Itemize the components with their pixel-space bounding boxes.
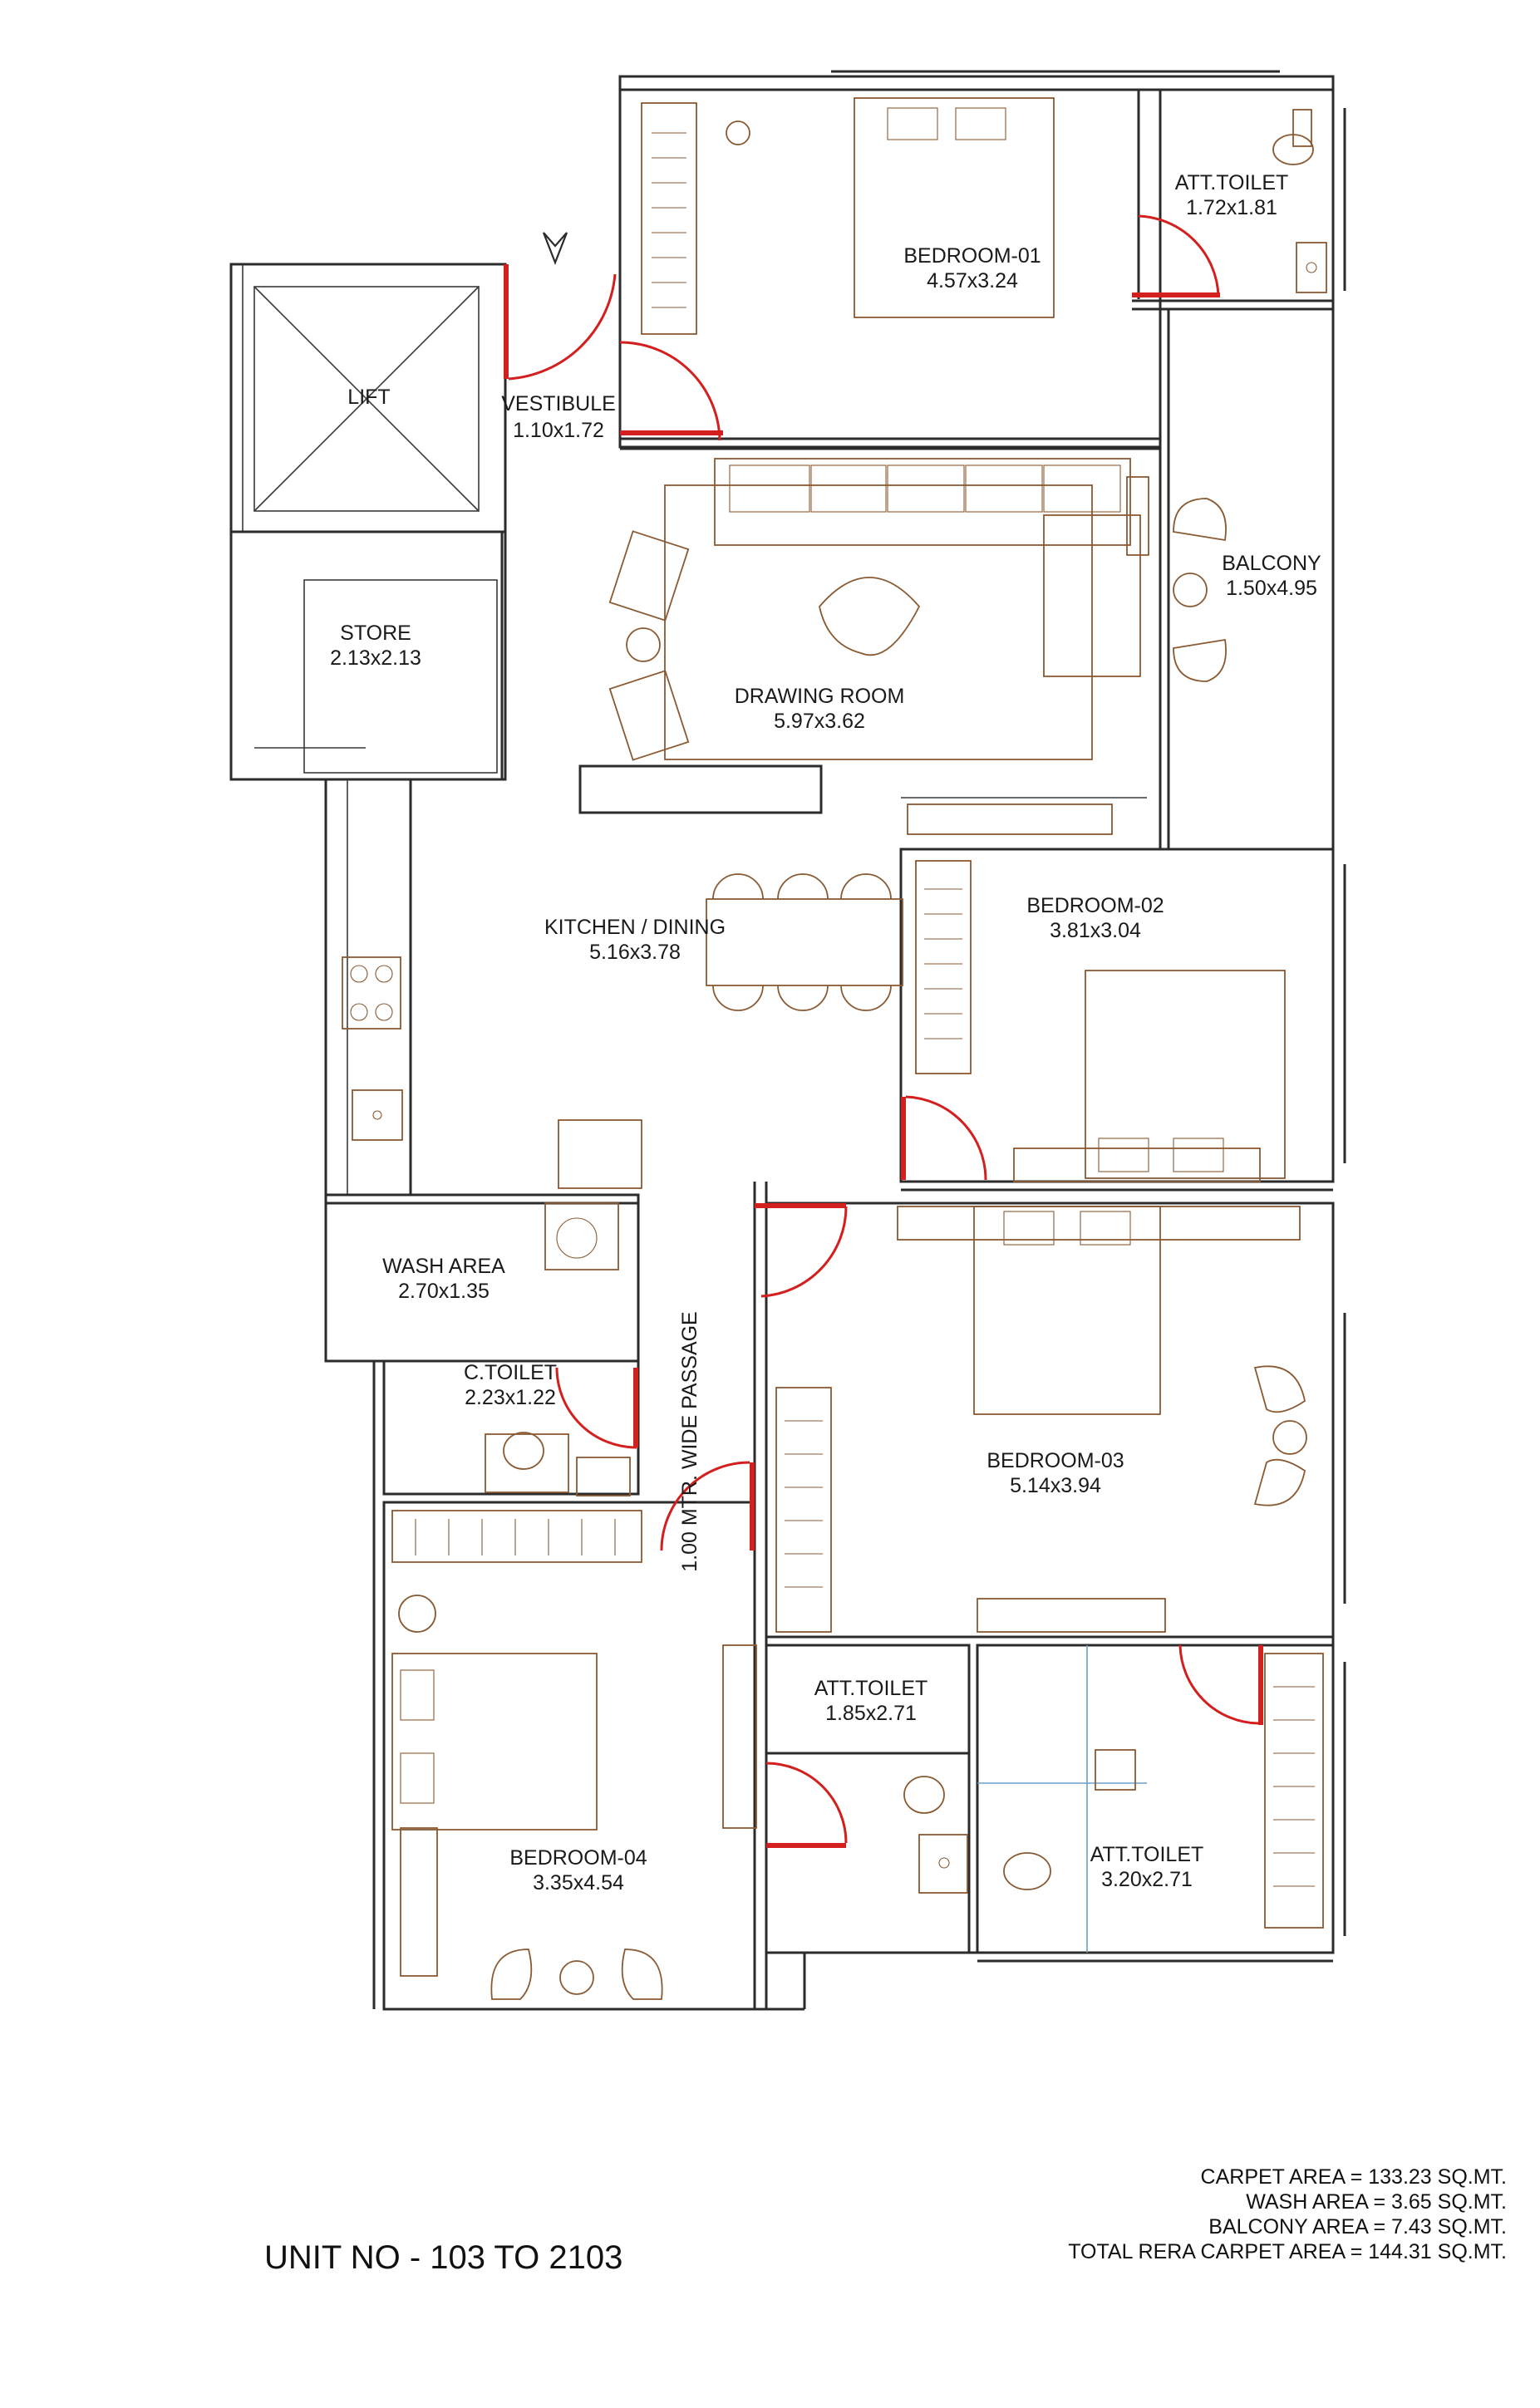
label-att-toilet1-size: 1.72x1.81 xyxy=(1186,196,1277,219)
label-wash-size: 2.70x1.35 xyxy=(398,1280,490,1303)
label-att-toilet3-name: ATT.TOILET xyxy=(1090,1843,1204,1866)
label-vestibule-name: VESTIBULE xyxy=(501,392,616,415)
label-store-size: 2.13x2.13 xyxy=(330,646,421,670)
doors xyxy=(504,214,1263,1848)
area-summary: CARPET AREA = 133.23 SQ.MT. WASH AREA = … xyxy=(1068,2165,1507,2264)
label-att-toilet3-size: 3.20x2.71 xyxy=(1101,1868,1193,1891)
label-passage: 1.00 MTR. WIDE PASSAGE xyxy=(678,1311,701,1572)
label-drawing-size: 5.97x3.62 xyxy=(774,710,865,733)
furniture xyxy=(342,97,1327,2000)
walls xyxy=(229,70,1346,2011)
label-vestibule-size: 1.10x1.72 xyxy=(513,419,604,442)
entry-arrow-icon xyxy=(542,232,568,266)
carpet-area: CARPET AREA = 133.23 SQ.MT. xyxy=(1200,2165,1507,2189)
label-kitchen-name: KITCHEN / DINING xyxy=(544,916,726,939)
label-store-name: STORE xyxy=(340,622,411,645)
wash-area-total: WASH AREA = 3.65 SQ.MT. xyxy=(1246,2190,1507,2214)
label-bedroom4-name: BEDROOM-04 xyxy=(509,1846,647,1870)
label-balcony-size: 1.50x4.95 xyxy=(1226,577,1317,600)
label-bedroom4-size: 3.35x4.54 xyxy=(533,1871,624,1894)
label-ctoilet-name: C.TOILET xyxy=(464,1361,557,1384)
unit-number: UNIT NO - 103 TO 2103 xyxy=(264,2239,623,2276)
label-bedroom2-name: BEDROOM-02 xyxy=(1026,894,1164,917)
label-bedroom1-name: BEDROOM-01 xyxy=(903,244,1041,268)
label-bedroom3-name: BEDROOM-03 xyxy=(986,1449,1124,1472)
label-att-toilet2-name: ATT.TOILET xyxy=(814,1677,928,1700)
room-labels: BEDROOM-01 4.57x3.24 ATT.TOILET 1.72x1.8… xyxy=(330,171,1321,1894)
label-bedroom2-size: 3.81x3.04 xyxy=(1050,919,1141,942)
label-kitchen-size: 5.16x3.78 xyxy=(589,941,681,964)
label-lift: LIFT xyxy=(347,386,390,409)
label-att-toilet1-name: ATT.TOILET xyxy=(1175,171,1289,194)
label-drawing-name: DRAWING ROOM xyxy=(735,685,905,708)
label-ctoilet-size: 2.23x1.22 xyxy=(465,1386,556,1409)
shower-glass xyxy=(977,1645,1147,1953)
label-wash-name: WASH AREA xyxy=(382,1255,505,1278)
label-bedroom3-size: 5.14x3.94 xyxy=(1010,1474,1101,1497)
balcony-area-total: BALCONY AREA = 7.43 SQ.MT. xyxy=(1208,2215,1507,2238)
label-balcony-name: BALCONY xyxy=(1222,552,1321,575)
label-bedroom1-size: 4.57x3.24 xyxy=(927,269,1018,292)
total-rera-area: TOTAL RERA CARPET AREA = 144.31 SQ.MT. xyxy=(1068,2240,1507,2263)
label-att-toilet2-size: 1.85x2.71 xyxy=(825,1702,917,1725)
